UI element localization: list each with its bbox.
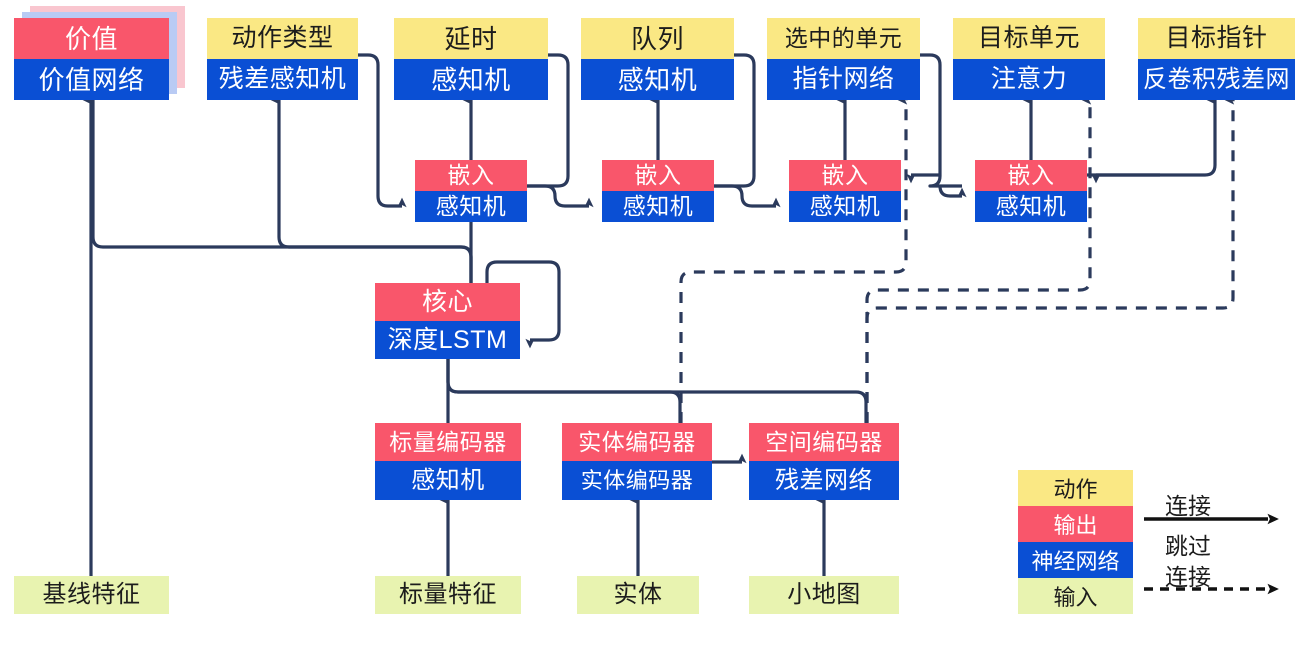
head-network-label: 残差感知机	[207, 59, 358, 100]
legend-action-label: 动作	[1053, 477, 1098, 502]
input-label: 小地图	[749, 576, 899, 614]
head-network-label: 注意力	[953, 59, 1105, 100]
legend-connection-label: 连接	[1165, 493, 1211, 519]
legend: 动作 输出 神经网络 输入	[1018, 470, 1133, 614]
legend-swatch-output: 输出	[1018, 506, 1133, 542]
embedding-node-1[interactable]: 嵌入 感知机	[415, 160, 527, 222]
encoder-node-entity[interactable]: 实体编码器 实体编码器	[562, 423, 712, 500]
head-node-action-type[interactable]: 动作类型 残差感知机	[207, 18, 358, 100]
head-node-target-point[interactable]: 目标指针 反卷积残差网	[1138, 18, 1295, 100]
legend-output-label: 输出	[1053, 513, 1098, 538]
embedding-node-2[interactable]: 嵌入 感知机	[602, 160, 714, 222]
head-network-label: 价值网络	[14, 59, 169, 100]
embedding-network-label: 感知机	[602, 191, 714, 222]
encoder-network-label: 实体编码器	[562, 461, 712, 500]
embedding-node-4[interactable]: 嵌入 感知机	[975, 160, 1087, 222]
head-action-label: 目标单元	[953, 18, 1105, 59]
head-action-label: 目标指针	[1138, 18, 1295, 59]
head-action-label: 队列	[581, 18, 734, 59]
core-output-label: 核心	[375, 283, 520, 321]
input-node-scalar-features[interactable]: 标量特征	[375, 576, 521, 614]
head-node-value[interactable]: 价值 价值网络	[14, 18, 169, 100]
input-node-baseline-features[interactable]: 基线特征	[14, 576, 169, 614]
head-network-label: 感知机	[394, 59, 548, 100]
embedding-output-label: 嵌入	[602, 160, 714, 191]
legend-network-label: 神经网络	[1031, 549, 1120, 574]
wire-emb2-to-emb3	[714, 184, 781, 208]
legend-skip-label-line2: 连接	[1165, 564, 1211, 590]
skip-spatialenc-to-deconv	[865, 95, 1235, 423]
embedding-network-label: 感知机	[789, 191, 901, 222]
core-node[interactable]: 核心 深度LSTM	[375, 283, 520, 359]
input-node-minimap[interactable]: 小地图	[749, 576, 899, 614]
encoder-output-label: 标量编码器	[375, 423, 521, 461]
legend-swatch-network: 神经网络	[1018, 542, 1133, 578]
input-label: 标量特征	[375, 576, 521, 614]
input-label: 基线特征	[14, 576, 169, 614]
wire-emb4-to-targetpointer	[1087, 95, 1217, 177]
core-network-label: 深度LSTM	[375, 321, 520, 359]
legend-swatch-action: 动作	[1018, 470, 1133, 506]
legend-swatch-input: 输入	[1018, 578, 1133, 614]
head-action-label: 动作类型	[207, 18, 358, 59]
encoder-output-label: 实体编码器	[562, 423, 712, 461]
input-label: 实体	[577, 576, 699, 614]
embedding-output-label: 嵌入	[975, 160, 1087, 191]
head-action-label: 选中的单元	[767, 18, 920, 59]
head-network-label: 反卷积残差网	[1138, 59, 1295, 100]
head-action-label: 延时	[394, 18, 548, 59]
skip-entityenc-to-pointernet	[679, 95, 908, 423]
wire-selected-to-emb4	[938, 185, 967, 198]
embedding-node-3[interactable]: 嵌入 感知机	[789, 160, 901, 222]
wire-emb1-to-emb2	[527, 184, 594, 208]
encoder-node-spatial[interactable]: 空间编码器 残差网络	[749, 423, 899, 500]
legend-arrow-layer	[1144, 513, 1279, 595]
embedding-network-label: 感知机	[415, 191, 527, 222]
skip-spatialenc-to-attention	[865, 95, 1092, 423]
encoder-output-label: 空间编码器	[749, 423, 899, 461]
encoder-network-label: 感知机	[375, 461, 521, 500]
head-node-selected-units[interactable]: 选中的单元 指针网络	[767, 18, 920, 100]
head-node-queued[interactable]: 队列 感知机	[581, 18, 734, 100]
encoder-node-scalar[interactable]: 标量编码器 感知机	[375, 423, 521, 500]
encoder-network-label: 残差网络	[749, 461, 899, 500]
head-output-label: 价值	[14, 18, 169, 59]
head-network-label: 指针网络	[767, 59, 920, 100]
embedding-network-label: 感知机	[975, 191, 1087, 222]
input-node-entities[interactable]: 实体	[577, 576, 699, 614]
head-node-delay[interactable]: 延时 感知机	[394, 18, 548, 100]
embedding-output-label: 嵌入	[415, 160, 527, 191]
head-node-target-unit[interactable]: 目标单元 注意力	[953, 18, 1105, 100]
embedding-output-label: 嵌入	[789, 160, 901, 191]
head-network-label: 感知机	[581, 59, 734, 100]
legend-skip-label-line1: 跳过	[1165, 533, 1211, 559]
legend-input-label: 输入	[1053, 585, 1098, 610]
